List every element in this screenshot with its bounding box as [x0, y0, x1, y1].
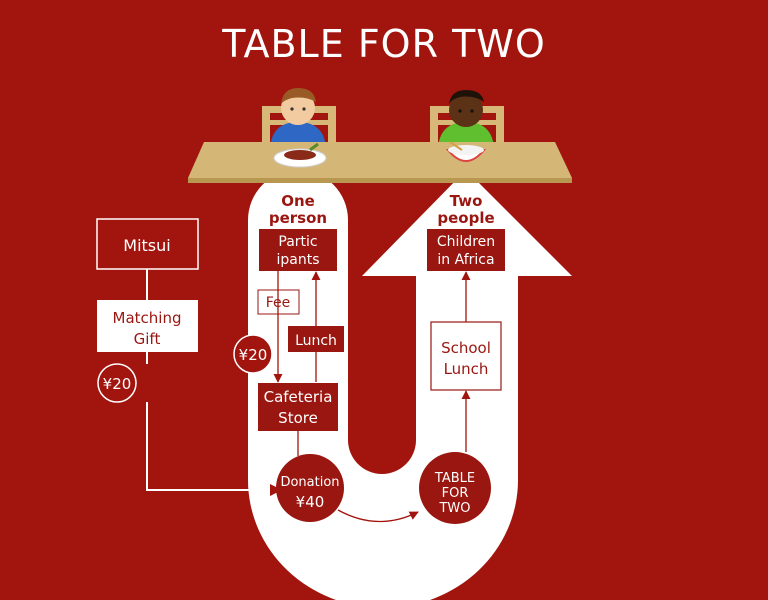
girl-eating-icon: [438, 90, 494, 148]
mitsui-label: Mitsui: [123, 236, 170, 255]
arrow-donation-to-tft: [337, 509, 419, 523]
donation-amount: ¥40: [296, 493, 325, 511]
matching-gift-label: Matching: [113, 309, 182, 327]
tft-circle: [419, 452, 491, 524]
arrow-matching-to-donation-head: [270, 484, 282, 496]
participants-label-2: ipants: [276, 252, 319, 268]
tft-label-2: FOR: [442, 486, 469, 501]
children-label-2: in Africa: [437, 252, 494, 268]
children-label: Children: [437, 234, 495, 250]
two-people-label: Two: [450, 192, 483, 210]
children-box: [427, 229, 505, 271]
cafeteria-label-2: Store: [278, 409, 318, 427]
bowl-right-icon: [445, 141, 487, 162]
participants-box: [259, 229, 337, 271]
tft-label-3: TWO: [438, 501, 470, 516]
matching-gift-label-2: Gift: [134, 330, 161, 348]
yen20-left-badge: [97, 363, 137, 403]
donation-label: Donation: [280, 475, 339, 490]
school-lunch-label: School: [441, 339, 491, 357]
table-top: [188, 142, 572, 178]
one-person-label: One: [281, 192, 315, 210]
cafeteria-box: [258, 383, 338, 431]
yen20-mid-badge: [233, 334, 273, 374]
participants-label: Partic: [278, 234, 317, 250]
school-lunch-box: [430, 321, 502, 391]
matching-gift-box: [97, 300, 198, 352]
one-person-label-2: person: [269, 209, 327, 227]
donation-circle: [276, 454, 344, 522]
cafeteria-label: Cafeteria: [264, 388, 333, 406]
two-people-label-2: people: [437, 209, 494, 227]
table-edge: [188, 178, 572, 183]
tft-label-1: TABLE: [434, 471, 475, 486]
school-lunch-label-2: Lunch: [444, 360, 489, 378]
yen20-mid-label: ¥20: [239, 346, 268, 364]
boy-eating-icon: [270, 88, 326, 148]
plate-left-icon: [273, 142, 327, 168]
yen20-left-label: ¥20: [103, 375, 132, 393]
page-title: TABLE FOR TWO: [222, 22, 546, 66]
arrow-matching-to-donation: [146, 352, 280, 491]
